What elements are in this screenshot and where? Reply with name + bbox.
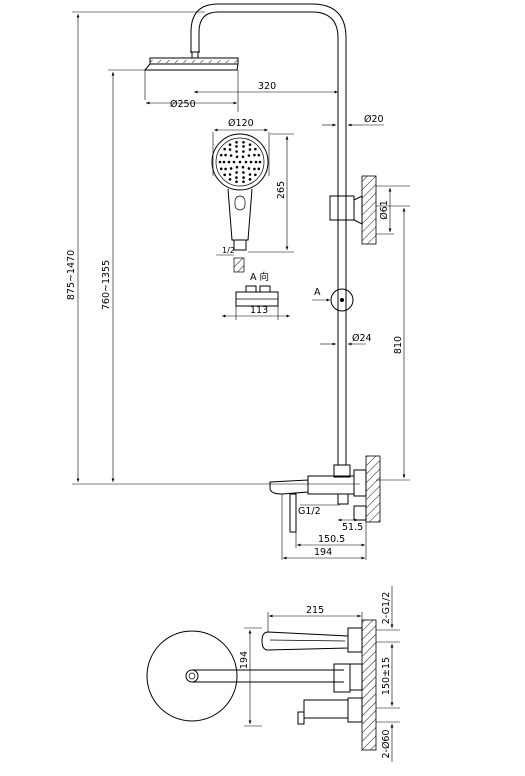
slider-diameter-dimension: Ø24 <box>320 333 372 346</box>
holder-width-label: 113 <box>250 305 268 316</box>
spray-nozzle <box>241 155 245 159</box>
mixer-valve-front: G1/2 51.5 150.5 194 <box>269 455 381 560</box>
spray-nozzle <box>235 155 239 159</box>
spray-nozzle <box>238 160 242 164</box>
plan-dimensions: 215 194 150±15 2-G1/2 2-Ø60 <box>239 586 400 762</box>
spray-nozzle <box>242 176 245 179</box>
top-arm <box>190 3 347 52</box>
plan-width-label: 215 <box>306 605 324 616</box>
spout-reach-label: 150.5 <box>318 534 345 545</box>
valve-plan <box>261 619 377 751</box>
head-height-label: 760~1355 <box>101 260 112 310</box>
spray-nozzle <box>223 147 226 151</box>
view-a-marker: A <box>314 287 321 298</box>
spray-nozzle <box>249 160 253 164</box>
valve-reach-label: 194 <box>314 547 332 558</box>
plan-view: 215 194 150±15 2-G1/2 2-Ø60 <box>146 586 400 762</box>
spray-nozzle <box>224 153 227 157</box>
hose-thread-label: 1/2 <box>222 246 235 255</box>
spray-nozzle <box>223 173 226 177</box>
front-elevation: 875~1470 760~1355 Ø <box>66 3 410 560</box>
spray-nozzle <box>228 178 232 181</box>
hand-shower-diameter-label: Ø120 <box>228 118 254 129</box>
spray-nozzle <box>228 148 232 151</box>
spray-nozzle <box>248 173 252 176</box>
slider-holder: A <box>312 287 354 312</box>
bar-height-dimension: 810 <box>376 205 410 481</box>
inlet-thread-label: G1/2 <box>298 506 321 517</box>
spray-nozzle <box>235 171 238 174</box>
spray-nozzle <box>227 160 231 164</box>
arm-length-label: 320 <box>258 81 276 92</box>
bracket-width-label: Ø61 <box>379 200 390 220</box>
spray-nozzle <box>222 160 226 164</box>
head-height-dimension: 760~1355 <box>101 69 148 482</box>
spray-nozzle <box>219 153 223 157</box>
spray-nozzle <box>247 154 251 157</box>
hand-shower-length-label: 265 <box>276 181 287 199</box>
spray-nozzle <box>235 150 238 153</box>
cover-diameter-label: 2-Ø60 <box>381 729 392 758</box>
holder-detail: A 向 113 <box>222 271 290 320</box>
arm-length-dimension: 320 <box>194 81 338 94</box>
spray-nozzle <box>257 153 261 157</box>
spray-nozzle <box>254 160 258 164</box>
spray-nozzle <box>242 145 245 148</box>
spray-nozzle <box>218 160 222 164</box>
view-a-label: A 向 <box>250 271 269 283</box>
spray-nozzle <box>242 171 245 174</box>
spray-nozzle <box>254 173 257 177</box>
spray-nozzle <box>258 160 262 164</box>
outlet-offset-label: 51.5 <box>342 522 363 533</box>
spray-nozzle <box>235 145 238 148</box>
spray-nozzle <box>232 160 236 164</box>
total-height-label: 875~1470 <box>66 250 77 300</box>
overhead-shower-head: Ø250 <box>143 51 239 112</box>
spray-nozzle <box>248 148 252 151</box>
spray-nozzle <box>242 150 245 153</box>
spray-nozzle <box>247 167 251 170</box>
spray-nozzle <box>235 176 238 179</box>
spray-nozzle <box>244 160 248 164</box>
total-height-dimension: 875~1470 <box>66 11 360 485</box>
spray-nozzles <box>218 141 262 183</box>
riser-pipe <box>337 38 347 465</box>
spray-nozzle <box>235 141 238 144</box>
plan-depth-label: 194 <box>239 651 250 669</box>
spray-nozzle <box>248 143 252 146</box>
spray-nozzle <box>235 165 239 169</box>
spray-nozzle <box>242 141 245 144</box>
bar-height-label: 810 <box>393 336 404 354</box>
hand-shower: Ø120 265 1/2 <box>211 118 294 273</box>
head-diameter-label: Ø250 <box>170 99 196 110</box>
spray-nozzle <box>228 173 232 176</box>
spray-nozzle <box>229 167 233 170</box>
spray-nozzle <box>229 154 233 157</box>
pipe-diameter-dimension: Ø20 <box>322 114 384 127</box>
spray-nozzle <box>219 167 223 171</box>
spray-nozzle <box>253 153 256 157</box>
slider-diameter-label: Ø24 <box>352 333 372 344</box>
head-plan-circle <box>146 630 344 722</box>
spray-nozzle <box>257 167 261 171</box>
spray-nozzle <box>254 147 257 151</box>
spray-nozzle <box>253 167 256 171</box>
spray-nozzle <box>224 167 227 171</box>
inlet-threads-label: 2-G1/2 <box>381 592 392 624</box>
spray-nozzle <box>235 180 238 183</box>
spray-nozzle <box>241 165 245 169</box>
pipe-diameter-label: Ø20 <box>364 114 384 125</box>
inlet-spacing-label: 150±15 <box>381 657 392 695</box>
spray-nozzle <box>228 143 232 146</box>
spray-nozzle <box>242 180 245 183</box>
upper-wall-bracket: Ø61 <box>329 175 410 245</box>
spray-nozzle <box>248 178 252 181</box>
